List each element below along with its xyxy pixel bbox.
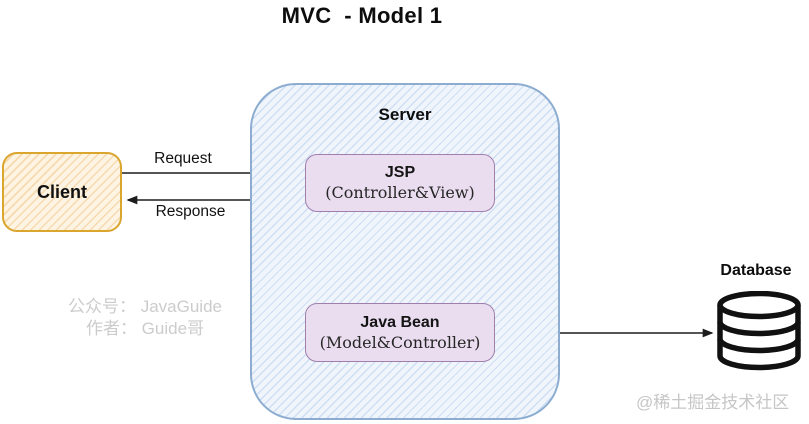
watermark-line2: 作者： Guide哥 xyxy=(85,319,205,338)
server-container: Server xyxy=(250,83,560,420)
database-icon xyxy=(717,291,801,371)
client-node: Client xyxy=(2,152,122,232)
jsp-node: JSP (Controller&View) xyxy=(305,154,495,212)
jsp-subtitle: (Controller&View) xyxy=(325,183,475,202)
jsp-title: JSP xyxy=(384,164,416,181)
diagram-title: MVC - Model 1 xyxy=(281,3,443,28)
javabean-title: Java Bean xyxy=(360,313,440,331)
database-label: Database xyxy=(720,262,792,279)
response-edge-label: Response xyxy=(155,203,226,220)
client-label: Client xyxy=(36,181,87,202)
watermark-community: @稀土掘金技术社区 xyxy=(636,393,790,412)
watermark-line1: 公众号： JavaGuide xyxy=(68,297,222,316)
request-edge-label: Request xyxy=(154,150,212,167)
server-label: Server xyxy=(378,105,432,124)
javabean-subtitle: (Model&Controller) xyxy=(319,332,481,352)
javabean-node: Java Bean (Model&Controller) xyxy=(305,303,495,362)
watermark-author: 公众号： JavaGuide 作者： Guide哥 xyxy=(45,296,245,340)
